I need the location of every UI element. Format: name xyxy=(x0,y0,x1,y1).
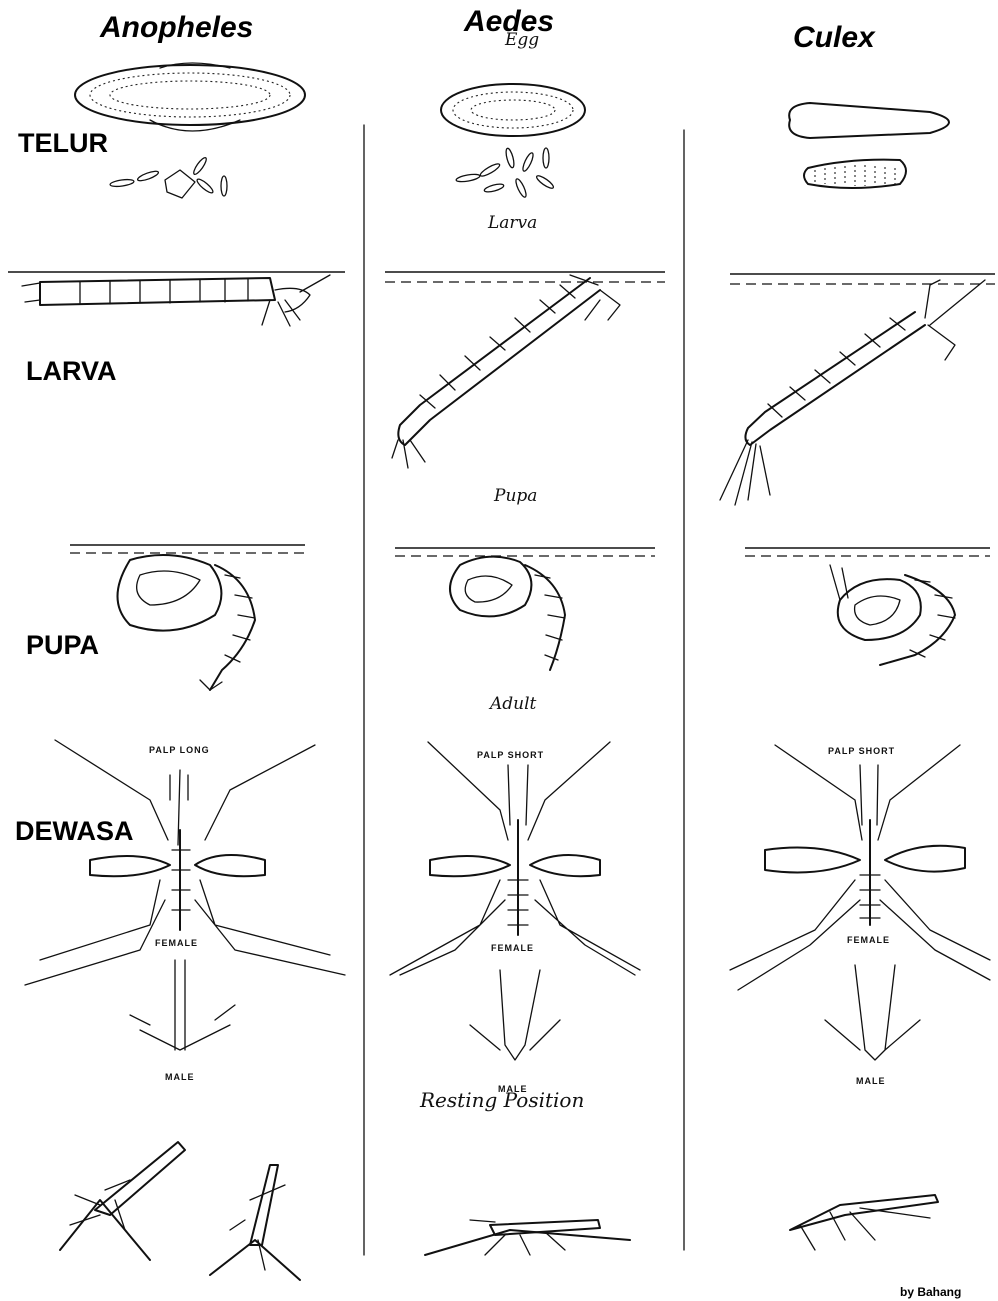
aedes-pupa-illustration xyxy=(395,548,655,670)
aedes-palp-caption: PALP SHORT xyxy=(477,750,544,760)
stage-label-dewasa: DEWASA xyxy=(15,816,134,846)
genus-header-culex: Culex xyxy=(793,21,876,54)
aedes-larva-illustration xyxy=(385,272,665,468)
anopheles-pupa-illustration xyxy=(70,545,305,690)
stage-label-telur: TELUR xyxy=(18,128,108,158)
culex-larva-illustration xyxy=(720,274,995,505)
aedes-male-caption: MALE xyxy=(498,1084,528,1094)
culex-pupa-illustration xyxy=(745,548,990,665)
stage-label-larva: LARVA xyxy=(26,356,117,386)
credit-text: by Bahang xyxy=(900,1285,961,1299)
culex-egg-illustration xyxy=(789,103,949,188)
genus-header-anopheles: Anopheles xyxy=(99,11,253,44)
culex-female-caption: FEMALE xyxy=(847,935,890,945)
anopheles-egg-illustration xyxy=(75,63,305,198)
caption-egg: Egg xyxy=(504,30,539,50)
anopheles-larva-illustration xyxy=(8,272,345,326)
anopheles-resting-illustration xyxy=(60,1142,300,1280)
culex-palp-caption: PALP SHORT xyxy=(828,746,895,756)
caption-pupa: Pupa xyxy=(493,486,537,506)
anopheles-palp-caption: PALP LONG xyxy=(149,745,210,755)
culex-adult-illustration xyxy=(730,745,990,1060)
culex-resting-illustration xyxy=(790,1195,938,1250)
culex-male-caption: MALE xyxy=(856,1076,886,1086)
caption-larva: Larva xyxy=(487,213,537,233)
aedes-female-caption: FEMALE xyxy=(491,943,534,953)
anopheles-adult-illustration xyxy=(25,740,345,1050)
aedes-resting-illustration xyxy=(425,1220,630,1255)
caption-adult: Adult xyxy=(488,694,537,714)
stage-label-pupa: PUPA xyxy=(26,630,99,660)
aedes-egg-illustration xyxy=(441,84,585,198)
aedes-adult-illustration xyxy=(390,742,640,1060)
anopheles-male-caption: MALE xyxy=(165,1072,195,1082)
anopheles-female-caption: FEMALE xyxy=(155,938,198,948)
